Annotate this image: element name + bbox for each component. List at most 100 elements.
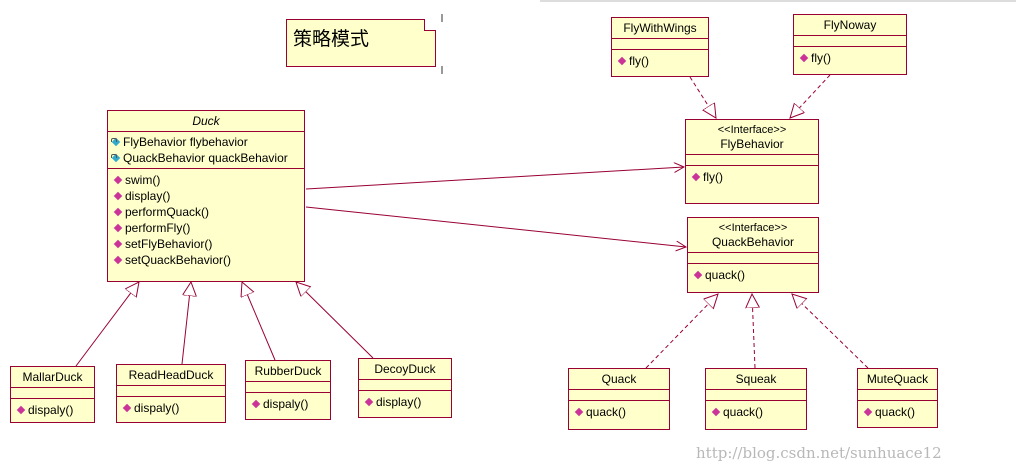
operation-row: setQuackBehavior() xyxy=(111,252,301,268)
class-name: Quack xyxy=(569,369,669,390)
operation-label: display() xyxy=(125,189,171,203)
operation-section: dispaly() xyxy=(11,399,94,421)
operation-label: fly() xyxy=(703,170,723,184)
operation-icon xyxy=(693,270,703,280)
class-name: Squeak xyxy=(706,369,806,390)
class-name: FlyNoway xyxy=(794,15,906,36)
class-name: MuteQuack xyxy=(858,369,937,390)
attribute-row: FlyBehavior flybehavior xyxy=(111,134,301,150)
class-duck[interactable]: Duck FlyBehavior flybehavior QuackBehavi… xyxy=(107,110,305,282)
operation-icon xyxy=(122,403,132,413)
class-flynoway[interactable]: FlyNoway fly() xyxy=(793,14,907,75)
operation-row: dispaly() xyxy=(14,402,91,418)
class-name: <<Interface>> FlyBehavior xyxy=(686,120,818,155)
operation-row: dispaly() xyxy=(249,396,327,412)
operation-icon xyxy=(113,191,123,201)
operation-section: dispaly() xyxy=(117,397,225,419)
operation-label: quack() xyxy=(723,405,764,419)
class-flywithwings[interactable]: FlyWithWings fly() xyxy=(611,17,709,77)
operation-row: performFly() xyxy=(111,220,301,236)
operation-section: quack() xyxy=(569,401,669,423)
realization-flywithwings xyxy=(689,76,716,118)
operation-label: dispaly() xyxy=(263,397,309,411)
operation-label: fly() xyxy=(811,51,831,65)
class-name: <<Interface>> QuackBehavior xyxy=(688,218,818,253)
operation-icon xyxy=(691,172,701,182)
operation-row: performQuack() xyxy=(111,204,301,220)
operation-row: quack() xyxy=(709,404,803,420)
stereotype-label: <<Interface>> xyxy=(718,222,788,234)
attribute-label: QuackBehavior quackBehavior xyxy=(123,151,288,165)
generalization-decoyduck xyxy=(296,282,374,359)
operation-row: display() xyxy=(111,188,301,204)
class-rubberduck[interactable]: RubberDuck dispaly() xyxy=(245,360,331,420)
attribute-icon xyxy=(111,153,121,163)
attribute-section xyxy=(569,390,669,401)
attribute-section xyxy=(359,380,451,391)
operation-icon xyxy=(799,53,809,63)
attribute-section xyxy=(11,388,94,399)
operation-section: fly() xyxy=(686,166,818,188)
class-squeak[interactable]: Squeak quack() xyxy=(705,368,807,430)
generalization-mallarduck xyxy=(75,282,139,367)
operation-label: dispaly() xyxy=(28,403,74,417)
attribute-section xyxy=(686,155,818,166)
operation-icon xyxy=(364,397,374,407)
operation-icon xyxy=(711,407,721,417)
attribute-section xyxy=(688,253,818,264)
operation-label: quack() xyxy=(705,268,746,282)
interface-quackbehavior[interactable]: <<Interface>> QuackBehavior quack() xyxy=(687,217,819,293)
class-readheadduck[interactable]: ReadHeadDuck dispaly() xyxy=(116,364,226,423)
class-mallarduck[interactable]: MallarDuck dispaly() xyxy=(10,366,95,423)
class-name: Duck xyxy=(108,111,304,132)
realization-mutequack xyxy=(792,294,869,369)
attribute-section xyxy=(794,36,906,47)
operation-icon xyxy=(251,399,261,409)
operation-section: quack() xyxy=(688,264,818,286)
operation-label: setFlyBehavior() xyxy=(125,237,213,251)
association-duck-flybehavior xyxy=(305,167,684,190)
operation-icon xyxy=(113,239,123,249)
operation-label: swim() xyxy=(125,173,161,187)
operation-section: quack() xyxy=(706,401,806,423)
generalization-readheadduck xyxy=(181,282,191,365)
operation-icon xyxy=(113,175,123,185)
operation-label: dispaly() xyxy=(134,401,180,415)
operation-icon xyxy=(113,255,123,265)
operation-section: display() xyxy=(359,391,451,413)
operation-row: quack() xyxy=(691,267,815,283)
attribute-section xyxy=(117,386,225,397)
note-strategy-pattern[interactable]: 策略模式 xyxy=(286,19,436,67)
class-name: ReadHeadDuck xyxy=(117,365,225,386)
operation-row: fly() xyxy=(615,53,705,69)
note-text: 策略模式 xyxy=(293,29,370,50)
class-mutequack[interactable]: MuteQuack quack() xyxy=(857,368,938,428)
operation-section: fly() xyxy=(612,50,708,72)
generalization-rubberduck xyxy=(242,282,276,361)
operation-row: swim() xyxy=(111,172,301,188)
operation-row: display() xyxy=(362,394,448,410)
operation-label: quack() xyxy=(586,405,627,419)
operation-icon xyxy=(113,207,123,217)
class-name: FlyWithWings xyxy=(612,18,708,39)
class-name: MallarDuck xyxy=(11,367,94,388)
operation-row: quack() xyxy=(861,404,934,420)
stereotype-label: <<Interface>> xyxy=(717,124,787,136)
operation-label: performFly() xyxy=(125,221,191,235)
class-quack[interactable]: Quack quack() xyxy=(568,368,670,430)
operation-icon xyxy=(574,407,584,417)
operation-label: display() xyxy=(376,395,422,409)
class-decoyduck[interactable]: DecoyDuck display() xyxy=(358,358,452,418)
operation-icon xyxy=(16,405,26,415)
operation-row: dispaly() xyxy=(120,400,222,416)
realization-quack xyxy=(645,294,718,369)
interface-flybehavior[interactable]: <<Interface>> FlyBehavior fly() xyxy=(685,119,819,204)
realization-flynoway xyxy=(790,74,831,118)
operation-label: quack() xyxy=(875,405,916,419)
operation-row: quack() xyxy=(572,404,666,420)
operation-icon xyxy=(113,223,123,233)
operation-icon xyxy=(617,56,627,66)
operation-section: swim() display() performQuack() performF… xyxy=(108,169,304,271)
watermark-url: http://blog.csdn.net/sunhuace12 xyxy=(696,444,942,462)
